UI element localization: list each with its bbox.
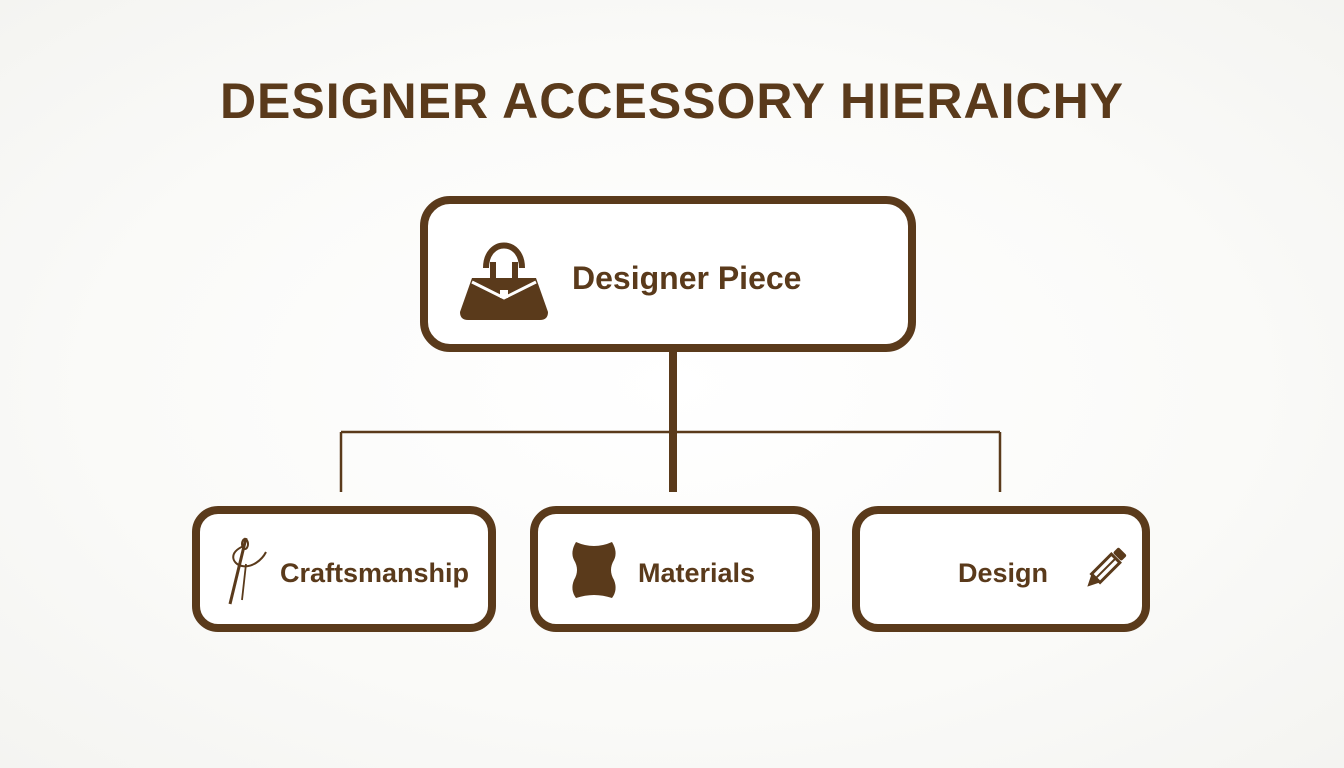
root-node: Designer Piece [420, 196, 916, 352]
root-label: Designer Piece [572, 260, 802, 296]
child-label-craftsmanship: Craftsmanship [280, 558, 470, 588]
child-label-design: Design [958, 558, 1049, 588]
child-node-materials: Materials [530, 506, 820, 632]
child-node-craftsmanship: Craftsmanship [192, 506, 496, 632]
child-label-materials: Materials [638, 558, 756, 588]
pencil-icon [1078, 542, 1132, 601]
leather-hide-icon [566, 538, 622, 607]
handbag-icon [456, 226, 552, 331]
needle-thread-icon [222, 534, 270, 613]
child-node-design: Design [852, 506, 1150, 632]
diagram-title: DESIGNER ACCESSORY HIERAICHY [219, 73, 1125, 129]
